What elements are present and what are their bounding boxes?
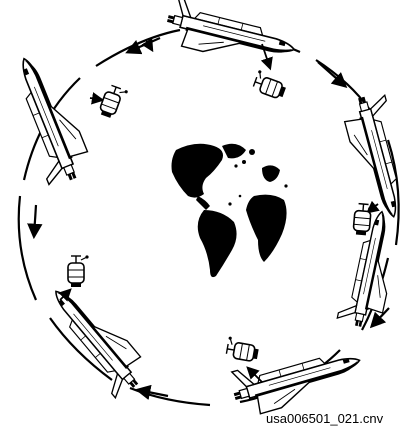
arrow-left	[34, 205, 36, 236]
satellite-payload-icon	[252, 70, 289, 100]
space-shuttle-orbiter-icon	[38, 277, 152, 401]
arrow-top-right	[318, 62, 345, 86]
space-shuttle-orbiter-icon	[162, 0, 300, 73]
satellite-payload-icon	[98, 84, 128, 121]
satellite-payload-icon	[68, 255, 89, 287]
space-shuttle-orbiter-icon	[2, 50, 95, 189]
figure-caption: usa006501_021.cnv	[266, 411, 383, 426]
earth-globe-icon	[166, 144, 294, 277]
satellite-payload-icon	[225, 336, 260, 362]
